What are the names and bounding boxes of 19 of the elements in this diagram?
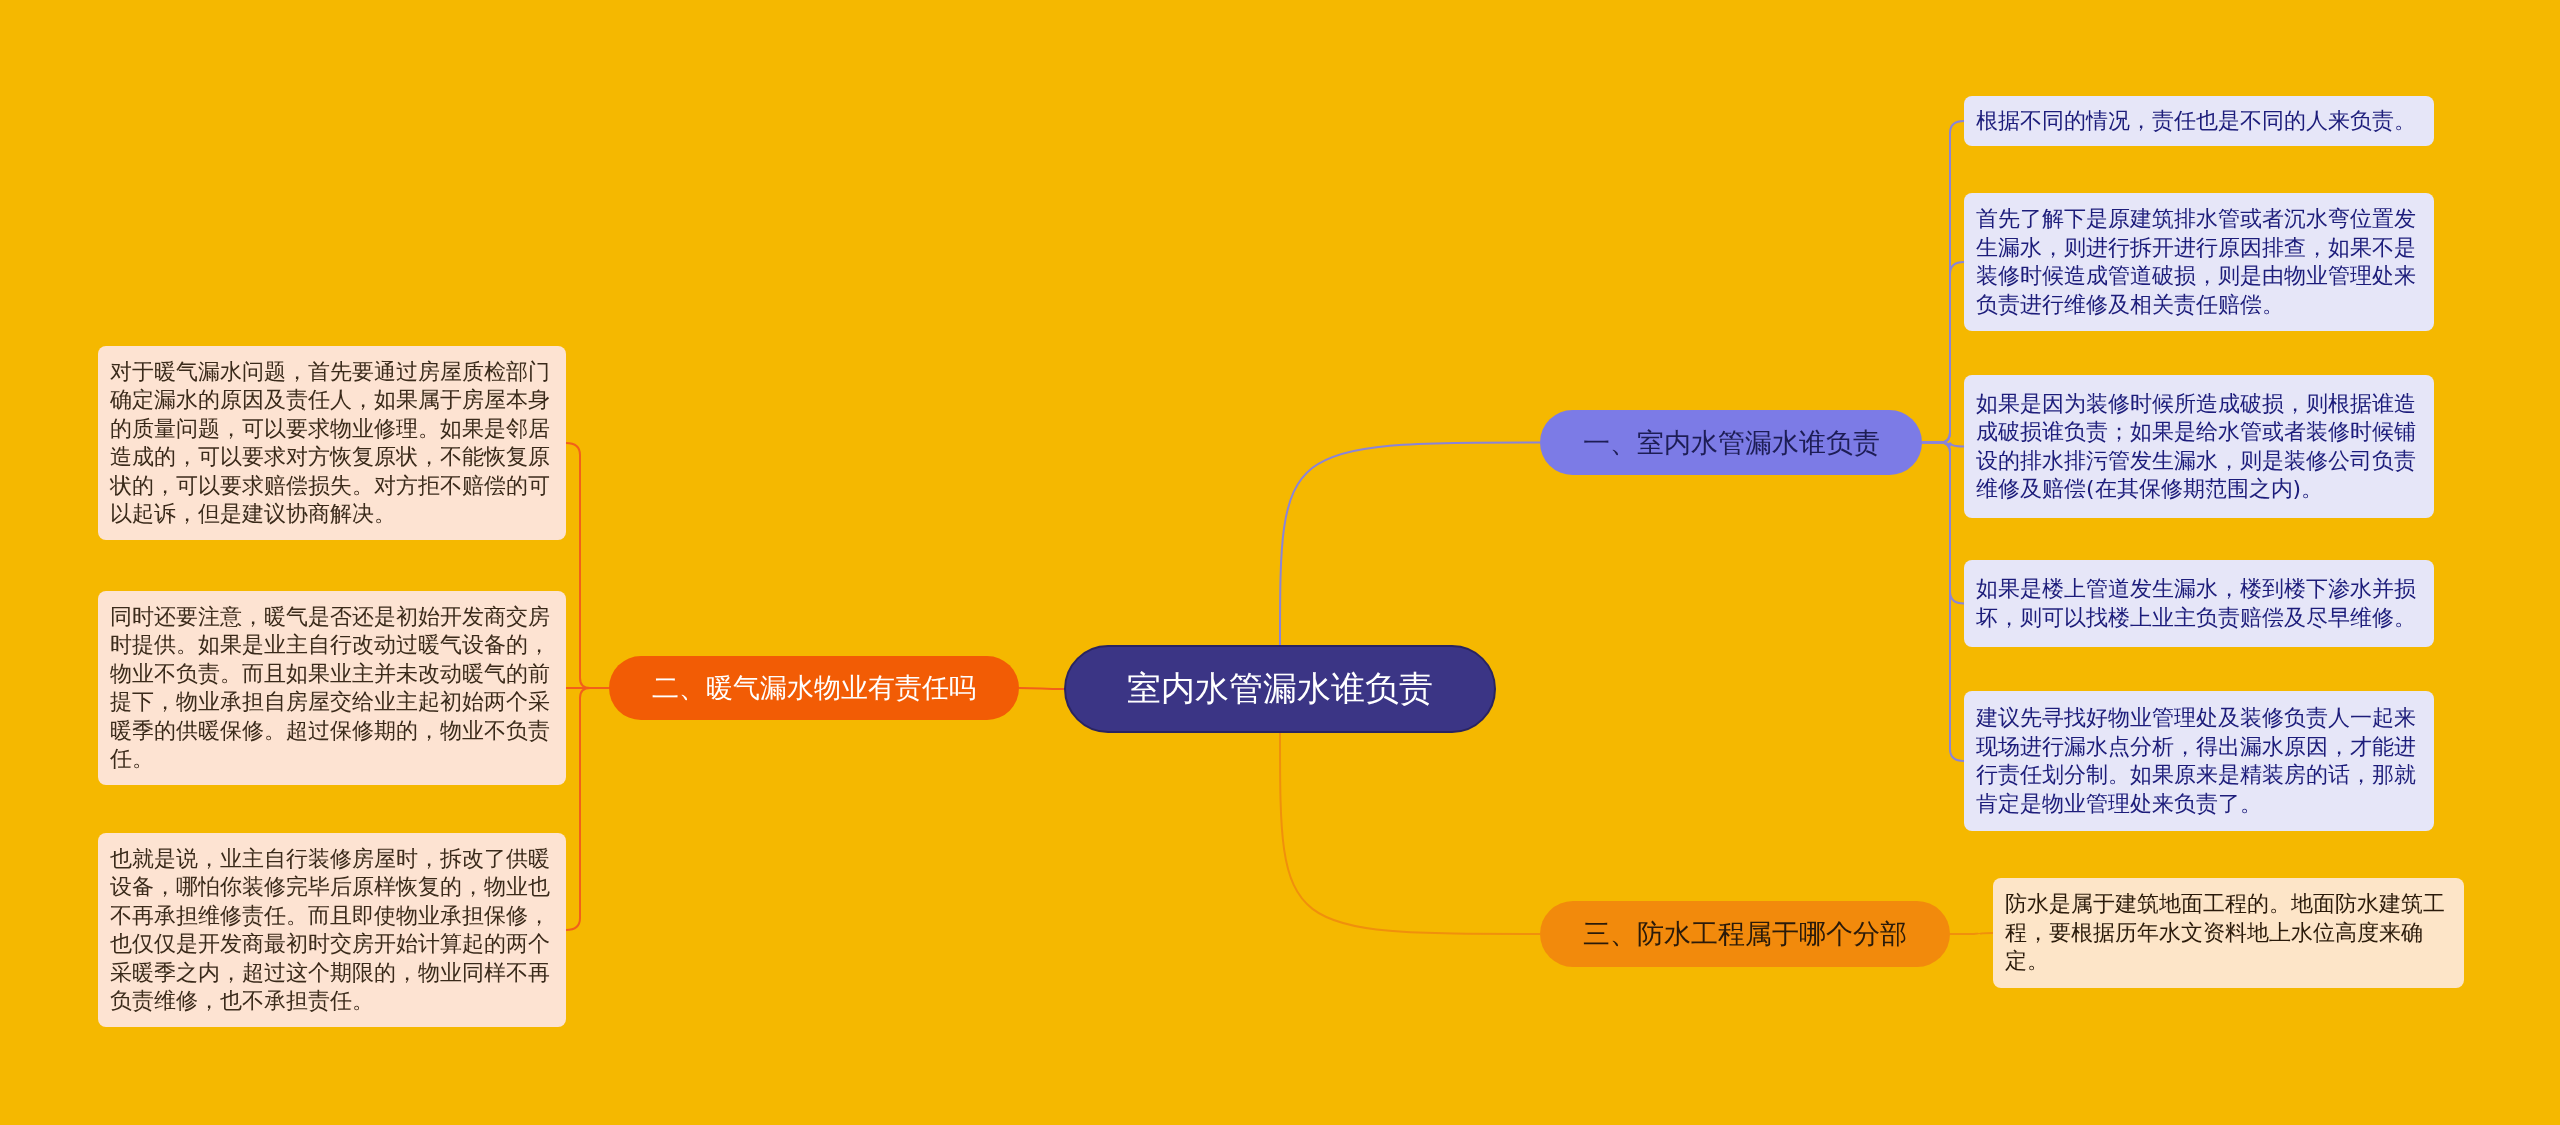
topic-box: 一、室内水管漏水谁负责 [1540, 410, 1922, 475]
connector-line [1949, 932, 1994, 935]
topic-box: 三、防水工程属于哪个分部 [1540, 901, 1950, 967]
connector-line [565, 687, 610, 931]
connector-line [1279, 441, 1541, 646]
central-topic: 室内水管漏水谁负责 [1064, 645, 1496, 733]
note-box: 根据不同的情况，责任也是不同的人来负责。 [1964, 96, 2434, 146]
note-box: 防水是属于建筑地面工程的。地面防水建筑工程，要根据历年水文资料地上水位高度来确定。 [1993, 878, 2464, 988]
note-box: 也就是说，业主自行装修房屋时，拆改了供暖设备，哪怕你装修完毕后原样恢复的，物业也不再承担维修责任。而且即使物业承担保修，也仅仅是开发商最初时交房开始计算起的两个采暖季之内，超过这个期限的，物业同样不再负责维修，也不承担责任。 [98, 833, 566, 1027]
note-box: 同时还要注意，暖气是否还是初始开发商交房时提供。如果是业主自行改动过暖气设备的，物业不负责。而且如果业主并未改动暖气的前提下，物业承担自房屋交给业主起初始两个采暖季的供暖保修。超过保修期的，物业不负责任。 [98, 591, 566, 785]
topic-box: 二、暖气漏水物业有责任吗 [609, 656, 1019, 720]
note-box: 如果是楼上管道发生漏水，楼到楼下渗水并损坏，则可以找楼上业主负责赔偿及尽早维修。 [1964, 560, 2434, 647]
connector-line [1279, 732, 1541, 935]
note-box: 如果是因为装修时候所造成破损，则根据谁造成破损谁负责；如果是给水管或者装修时候铺设的排水排污管发生漏水，则是装修公司负责维修及赔偿(在其保修期范围之内)。 [1964, 375, 2434, 518]
connector-line [1921, 441, 1965, 762]
note-box: 首先了解下是原建筑排水管或者沉水弯位置发生漏水，则进行拆开进行原因排查，如果不是装修时候造成管道破损，则是由物业管理处来负责进行维修及相关责任赔偿。 [1964, 193, 2434, 331]
note-box: 对于暖气漏水问题，首先要通过房屋质检部门确定漏水的原因及责任人，如果属于房屋本身的质量问题，可以要求物业修理。如果是邻居造成的，可以要求对方恢复原状，不能恢复原状的，可以要求赔偿损失。对方拒不赔偿的可以起诉，但是建议协商解决。 [98, 346, 566, 540]
connector-line [1018, 687, 1065, 690]
note-box: 建议先寻找好物业管理处及装修负责人一起来现场进行漏水点分析，得出漏水原因，才能进行责任划分制。如果原来是精装房的话，那就肯定是物业管理处来负责了。 [1964, 691, 2434, 831]
